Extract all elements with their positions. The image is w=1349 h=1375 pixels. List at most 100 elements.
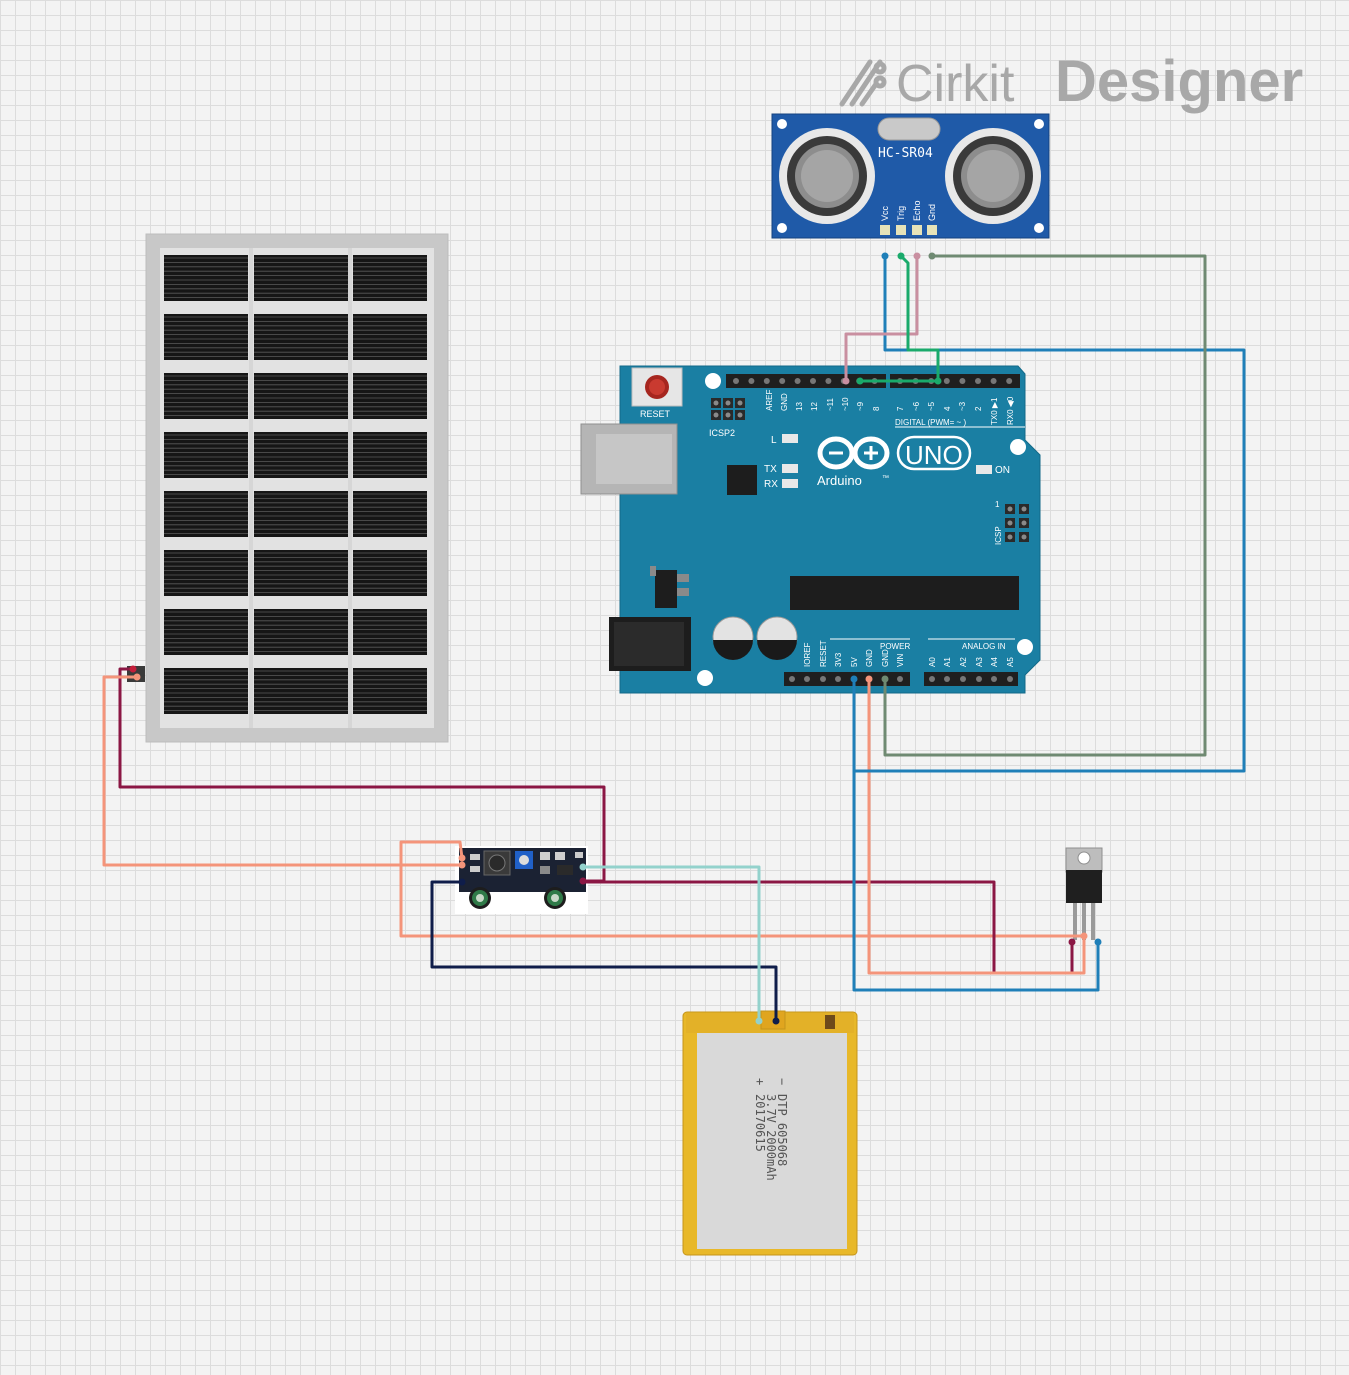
voltage-regulator-chip <box>655 570 677 608</box>
capacitor-1 <box>712 616 754 660</box>
icsp-label: ICSP <box>994 526 1003 545</box>
analog-pin-label: A0 <box>928 657 937 667</box>
digital-pin-label: 12 <box>810 402 819 411</box>
led-on-label: ON <box>995 465 1010 476</box>
reset-button[interactable] <box>631 367 683 407</box>
digital-header-pin[interactable] <box>1006 378 1013 384</box>
analog-header-pin[interactable] <box>976 676 982 682</box>
wire-regulator-to-gnd[interactable] <box>867 677 1086 975</box>
solar-cell <box>353 668 427 714</box>
wire-sensor-echo[interactable] <box>844 254 919 383</box>
watermark-brand: Cirkit <box>896 55 1015 113</box>
solar-cell <box>353 550 427 596</box>
solar-cell <box>254 255 348 301</box>
cirkit-designer-watermark: Cirkit Designer <box>839 49 1303 114</box>
digital-header-pin[interactable] <box>733 378 739 384</box>
solar-cell <box>353 609 427 655</box>
led-l-label: L <box>771 435 777 446</box>
led-on <box>976 465 992 474</box>
digital-header-pin[interactable] <box>975 378 981 384</box>
sensor-pin-label: Vcc <box>880 205 890 221</box>
capacitor-2 <box>756 616 798 660</box>
digital-header-pin[interactable] <box>825 378 832 384</box>
battery-label-text: − + DTP 605068 3.7V 2000mAh 20170615 <box>753 1078 789 1181</box>
sensor-model-label: HC-SR04 <box>878 146 933 161</box>
led-tx <box>782 464 798 473</box>
led-rx-label: RX <box>764 479 778 490</box>
solar-cell <box>254 550 348 596</box>
wire-sensor-gnd[interactable] <box>883 254 1207 757</box>
sensor-pin-trig[interactable] <box>896 225 906 235</box>
digital-header-pin[interactable] <box>763 378 770 384</box>
analog-header-pin[interactable] <box>1007 676 1013 682</box>
reset-label: RESET <box>640 409 671 419</box>
analog-header-pin[interactable] <box>960 676 966 682</box>
power-pin-label: GND <box>881 649 890 667</box>
wire-sensor-trig[interactable] <box>858 254 940 383</box>
digital-pin-label: 8 <box>872 406 881 411</box>
power-pin-label: 3V3 <box>834 652 843 667</box>
dc-dc-charger-module[interactable] <box>455 846 588 914</box>
solar-cell <box>254 491 348 537</box>
digital-header-pin[interactable] <box>794 378 801 384</box>
analog-pin-label: A1 <box>943 657 952 667</box>
battery-model: DTP 605068 <box>775 1094 789 1166</box>
analog-header-pin[interactable] <box>929 676 935 682</box>
battery-rating: 3.7V 2000mAh <box>764 1094 778 1181</box>
solar-cell <box>254 432 348 478</box>
digital-pin-label: 4 <box>943 406 952 411</box>
solar-cell <box>164 373 248 419</box>
power-header-pin[interactable] <box>820 676 826 682</box>
sensor-pin-vcc[interactable] <box>880 225 890 235</box>
sensor-pin-label: Trig <box>896 206 906 221</box>
battery-minus-sign: − <box>775 1078 789 1085</box>
wire-battery-negative[interactable] <box>430 880 778 1023</box>
power-pin-label: GND <box>865 649 874 667</box>
digital-header-pin[interactable] <box>779 378 786 384</box>
analog-header-pin[interactable] <box>991 676 997 682</box>
arduino-uno[interactable]: RESET ICSP2 L TX RX ON <box>580 365 1041 694</box>
crystal-oscillator <box>877 117 941 141</box>
led-rx <box>782 479 798 488</box>
sensor-pin-echo[interactable] <box>912 225 922 235</box>
digital-pin-label: ~10 <box>841 397 850 411</box>
power-header-pin[interactable] <box>835 676 841 682</box>
icsp-header <box>1005 504 1029 542</box>
module-capacitor-right <box>544 887 566 909</box>
wire-battery-positive[interactable] <box>581 865 761 1023</box>
watermark-product: Designer <box>1055 49 1303 114</box>
voltage-regulator-to220[interactable] <box>1065 847 1103 940</box>
transmitter-transducer <box>779 128 875 224</box>
solar-cell <box>353 255 427 301</box>
solar-cell <box>353 491 427 537</box>
digital-pin-label: ~6 <box>912 401 921 411</box>
solar-cell <box>164 432 248 478</box>
power-pin-label: VIN <box>896 653 905 667</box>
battery-date: 20170615 <box>753 1094 767 1152</box>
power-header-pin[interactable] <box>789 676 795 682</box>
sensor-pin-label: Echo <box>912 200 922 221</box>
wire-module-out-gnd[interactable] <box>581 880 1074 975</box>
digital-pin-label: TX0 ▶1 <box>990 397 999 425</box>
digital-header-pin[interactable] <box>959 378 966 384</box>
lipo-battery[interactable]: − + DTP 605068 3.7V 2000mAh 20170615 <box>682 1010 858 1256</box>
power-pin-label: 5V <box>850 657 859 667</box>
analog-header-pin[interactable] <box>944 676 950 682</box>
wire-solar-positive[interactable] <box>102 675 464 867</box>
digital-header-pin[interactable] <box>748 378 755 384</box>
uno-badge <box>896 435 972 471</box>
power-header-pin[interactable] <box>804 676 810 682</box>
wire-regulator-to-5v[interactable] <box>852 677 1100 992</box>
solar-cell <box>164 550 248 596</box>
digital-header-pin[interactable] <box>810 378 816 384</box>
analog-pin-label: A5 <box>1006 657 1015 667</box>
power-header-label: POWER <box>880 642 910 651</box>
digital-header-pin[interactable] <box>990 378 997 384</box>
solar-cell <box>164 255 248 301</box>
digital-pin-label: RX0 ◀0 <box>1006 396 1015 425</box>
solar-panel[interactable] <box>127 233 449 743</box>
digital-header-pin[interactable] <box>943 378 950 384</box>
power-header-pin[interactable] <box>897 676 903 682</box>
sensor-pin-gnd[interactable] <box>927 225 937 235</box>
